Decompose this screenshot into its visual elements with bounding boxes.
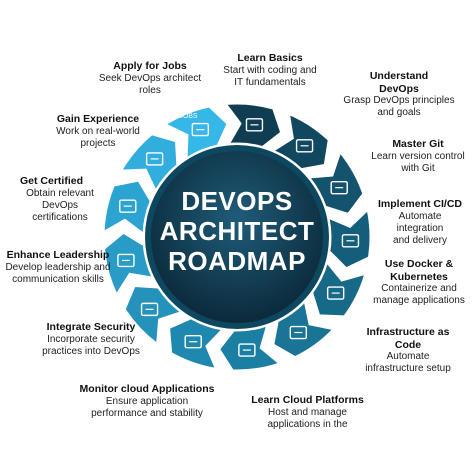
step-title: Infrastructure as Code [366,326,450,351]
step-desc: Obtain relevant DevOps certifications [26,187,94,223]
ring-segment-11 [103,180,151,234]
ring-segment-4 [328,209,371,269]
title-line-2: ARCHITECT [159,216,315,246]
ring-segment-7 [219,325,280,371]
team-icon [117,253,135,268]
step-understand-devops: Understand DevOps Grasp DevOps principle… [340,70,458,119]
step-title: Learn Basics [237,52,303,64]
step-desc: Develop leadership and communication ski… [5,261,111,285]
step-desc: Start with coding and IT fundamentals [223,64,317,88]
step-desc: Automate infrastructure setup [365,351,451,375]
step-title: Enhance Leadership [6,249,110,261]
ring-segment-3 [309,152,364,214]
step-implement-cicd: Implement CI/CD Automate integration and… [370,198,470,247]
monitor-icon [184,335,202,349]
jobs-badge-text: JOBS [179,113,198,120]
certificate-icon [119,199,137,213]
step-docker-kubernetes: Use Docker & Kubernetes Containerize and… [364,258,474,307]
title-line-1: DEVOPS [181,186,293,216]
step-title: Learn Cloud Platforms [251,394,364,406]
ring-segment-13 [165,106,228,159]
step-monitor-cloud-applications: Monitor cloud Applications Ensure applic… [72,383,222,420]
person-gear-icon [341,234,360,248]
step-desc: Automate integration and delivery [393,210,447,246]
step-desc: Grasp DevOps principles and goals [343,95,455,119]
shield-icon [140,302,159,317]
ring-segment-2 [273,114,329,170]
step-title: Gain Experience [56,113,140,125]
step-desc: Incorporate security practices into DevO… [42,333,140,357]
step-master-git: Master Git Learn version control with Gi… [362,138,474,175]
step-desc: Host and manage applications in the [267,406,348,430]
network-icon [289,325,308,340]
step-integrate-security: Integrate Security Incorporate security … [35,321,147,358]
step-desc: Work on real-world projects [56,125,140,149]
step-infrastructure-as-code: Infrastructure as Code Automate infrastr… [350,326,466,375]
step-apply-for-jobs: Apply for Jobs Seek DevOps architect rol… [92,60,208,97]
ring-segment-10 [104,232,153,295]
step-desc: Ensure application performance and stabi… [91,395,203,419]
step-gain-experience: Gain Experience Work on real-world proje… [42,113,154,150]
step-title: Use Docker & Kubernetes [384,258,454,283]
step-desc: Containerize and manage applications [373,283,465,307]
step-title: Implement CI/CD [377,198,462,210]
step-title: Understand DevOps [369,70,429,95]
center-circle [151,151,323,323]
step-get-certified: Get Certified Obtain relevant DevOps cer… [10,175,110,224]
git-icon [330,180,348,195]
step-desc: Learn version control with Git [371,150,465,174]
roadmap-title: DEVOPS ARCHITECT ROADMAP [148,186,326,276]
step-learn-cloud-platforms: Learn Cloud Platforms Host and manage ap… [245,394,370,431]
docker-icon [326,286,345,300]
person-icon [145,152,164,166]
ring-segment-6 [273,301,334,358]
ring-segment-8 [169,318,223,369]
code-screen-icon [295,139,314,153]
step-title: Get Certified [20,175,84,187]
step-learn-basics: Learn Basics Start with coding and IT fu… [205,52,335,89]
step-enhance-leadership: Enhance Leadership Develop leadership an… [2,249,114,286]
jobs-icon [191,122,210,137]
code-screen-icon [245,118,264,132]
step-desc: Seek DevOps architect roles [98,72,202,96]
ring-segment-5 [312,262,366,317]
step-title: Monitor cloud Applications [79,383,215,395]
step-title: Integrate Security [46,321,136,333]
title-line-3: ROADMAP [168,246,306,276]
ring-segment-12 [121,134,178,191]
cloud-icon [238,343,256,357]
step-title: Master Git [392,138,444,150]
step-title: Apply for Jobs [113,60,187,72]
